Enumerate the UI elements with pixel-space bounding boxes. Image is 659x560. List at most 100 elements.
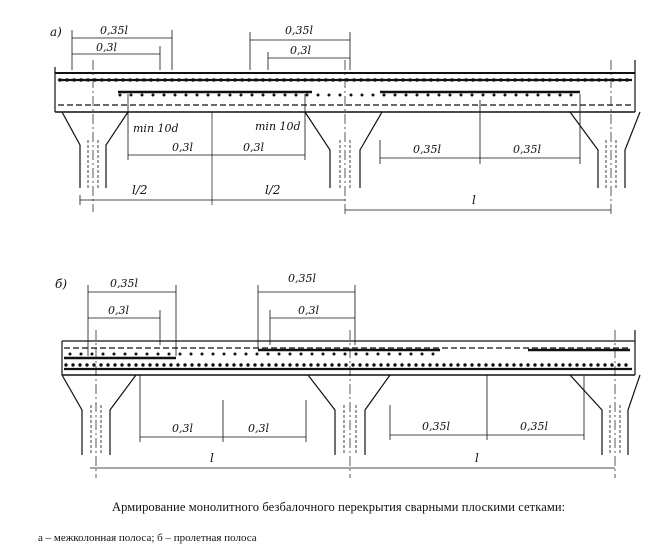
rebar-dot xyxy=(72,78,76,82)
rebar-dot xyxy=(288,352,292,356)
rebar-dot xyxy=(93,78,97,82)
rebar-dot xyxy=(281,363,285,367)
rebar-dot xyxy=(266,352,270,356)
rebar-dot xyxy=(624,363,628,367)
rebar-dot xyxy=(382,93,386,97)
rebar-dot xyxy=(140,93,144,97)
rebar-dot xyxy=(360,93,364,97)
rebar-dot xyxy=(118,93,122,97)
rebar-dot xyxy=(101,352,105,356)
rebar-dot xyxy=(596,363,600,367)
rebar-dot xyxy=(218,363,222,367)
rebar-dot xyxy=(540,363,544,367)
rebar-dot xyxy=(506,78,510,82)
rebar-dot xyxy=(113,363,117,367)
rebar-dot xyxy=(408,78,412,82)
rebar-dot xyxy=(331,78,335,82)
dim-label: 0,3l xyxy=(172,141,193,154)
diagram-a-structure xyxy=(54,60,641,215)
rebar-dot xyxy=(478,78,482,82)
rebar-dot xyxy=(225,363,229,367)
rebar-dot xyxy=(173,93,177,97)
rebar-dot xyxy=(275,78,279,82)
rebar-dot xyxy=(289,78,293,82)
rebar-dot xyxy=(106,363,110,367)
rebar-dot xyxy=(219,78,223,82)
rebar-dot xyxy=(114,78,118,82)
rebar-dot xyxy=(217,93,221,97)
rebar-dot xyxy=(603,363,607,367)
rebar-dot xyxy=(393,93,397,97)
diagram-a-label: а) xyxy=(50,25,62,39)
rebar-dot xyxy=(409,352,413,356)
rebar-dot xyxy=(519,363,523,367)
rebar-dot xyxy=(520,78,524,82)
rebar-dot xyxy=(316,363,320,367)
rebar-dot xyxy=(317,78,321,82)
rebar-dot xyxy=(226,78,230,82)
rebar-dot xyxy=(589,363,593,367)
rebar-dot xyxy=(129,93,133,97)
rebar-dot xyxy=(310,352,314,356)
dim-label: 0,35l xyxy=(413,143,441,156)
rebar-dot xyxy=(142,78,146,82)
rebar-dot xyxy=(525,93,529,97)
rebar-dot xyxy=(450,78,454,82)
rebar-dot xyxy=(498,363,502,367)
rebar-dot xyxy=(558,93,562,97)
rebar-dot xyxy=(436,78,440,82)
dim-label: 0,35l xyxy=(110,277,138,290)
rebar-dot xyxy=(569,93,573,97)
rebar-dot xyxy=(145,352,149,356)
rebar-dot xyxy=(352,78,356,82)
rebar-dot xyxy=(206,93,210,97)
rebar-dot xyxy=(184,93,188,97)
rebar-dot xyxy=(65,78,69,82)
rebar-dot xyxy=(349,93,353,97)
rebar-dot xyxy=(575,363,579,367)
rebar-dot xyxy=(492,78,496,82)
rebar-dot xyxy=(86,78,90,82)
rebar-dot xyxy=(134,363,138,367)
rebar-dot xyxy=(499,78,503,82)
rebar-dot xyxy=(610,363,614,367)
rebar-dot xyxy=(296,78,300,82)
rebar-dot xyxy=(365,352,369,356)
rebar-dot xyxy=(366,78,370,82)
rebar-dot xyxy=(464,78,468,82)
rebar-dot xyxy=(121,78,125,82)
rebar-dot xyxy=(415,78,419,82)
rebar-dot xyxy=(302,363,306,367)
rebar-dot xyxy=(274,363,278,367)
rebar-dot xyxy=(197,363,201,367)
rebar-dot xyxy=(372,363,376,367)
rebar-dot xyxy=(547,93,551,97)
rebar-dot xyxy=(191,78,195,82)
rebar-dot xyxy=(435,363,439,367)
rebar-dot xyxy=(576,78,580,82)
figure-caption-legend: а – межколонная полоса; б – пролетная по… xyxy=(38,532,257,544)
rebar-dot xyxy=(272,93,276,97)
rebar-dot xyxy=(459,93,463,97)
rebar-dot xyxy=(71,363,75,367)
rebar-dot xyxy=(338,93,342,97)
rebar-dot xyxy=(176,363,180,367)
rebar-dot xyxy=(156,78,160,82)
rebar-dot xyxy=(437,93,441,97)
rebar-dot xyxy=(294,93,298,97)
rebar-dot xyxy=(345,78,349,82)
rebar-dot xyxy=(64,363,68,367)
rebar-dot xyxy=(541,78,545,82)
rebar-dot xyxy=(123,352,127,356)
rebar-dot xyxy=(463,363,467,367)
rebar-dot xyxy=(337,363,341,367)
rebar-dot xyxy=(239,93,243,97)
rebar-dot xyxy=(401,78,405,82)
rebar-dot xyxy=(470,93,474,97)
rebar-dot xyxy=(255,352,259,356)
rebar-dot xyxy=(167,352,171,356)
rebar-dot xyxy=(309,363,313,367)
rebar-dot xyxy=(232,363,236,367)
rebar-dot xyxy=(534,78,538,82)
rebar-dot xyxy=(400,363,404,367)
